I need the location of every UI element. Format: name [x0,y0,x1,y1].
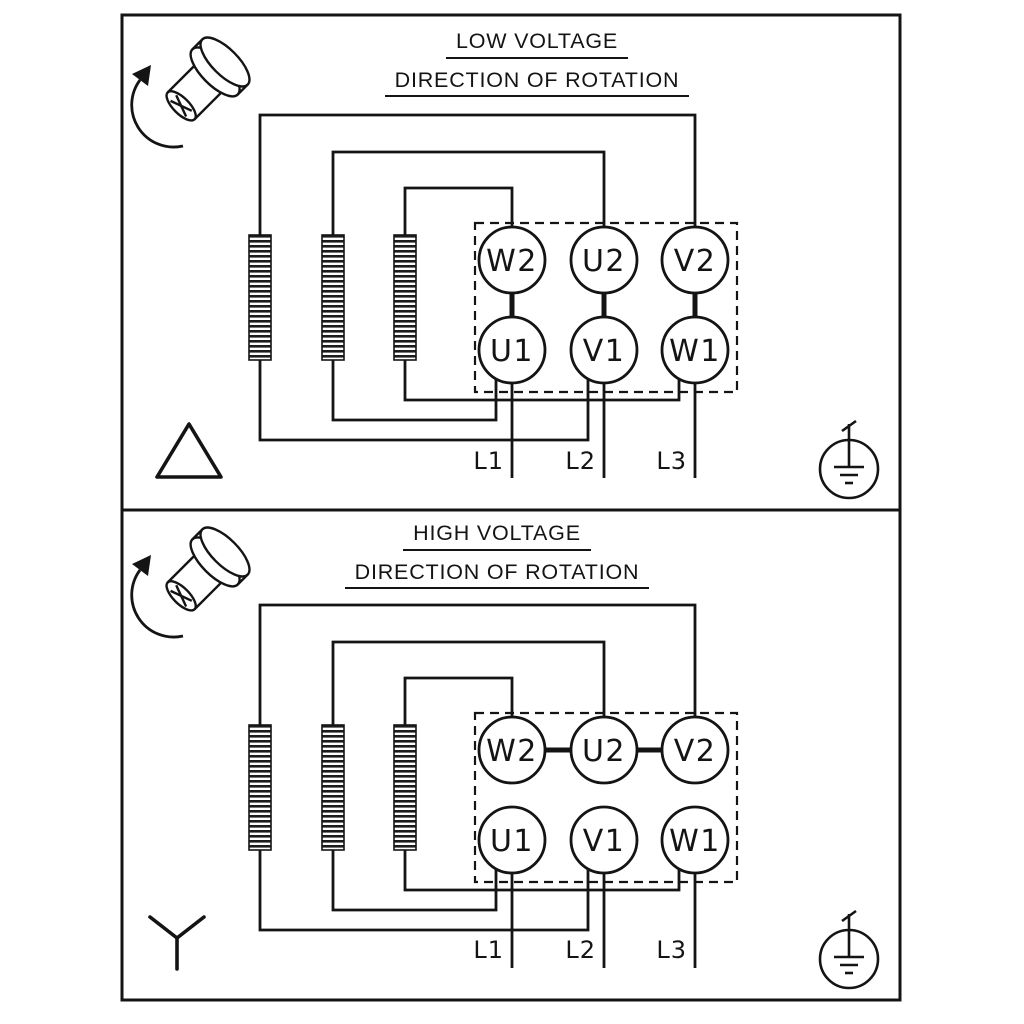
lead-label: L3 [656,936,687,964]
terminal-label: W2 [486,244,538,279]
terminal-circle-v1 [569,805,639,875]
terminal-label: W1 [669,334,721,369]
high-wiring-lines [258,603,697,968]
earth-ground-icon [818,909,880,990]
terminal-circle-u1 [477,805,547,875]
high-terminals: W2 U2 V2 U1 V1 W1 [477,715,730,875]
earth-ground-icon [818,419,880,500]
delta-connection-icon [155,422,223,479]
low-voltage-title: LOW VOLTAGE [445,30,629,59]
winding-coil [248,724,272,851]
terminal-label: U2 [582,734,626,769]
terminal-board-outline [473,221,739,394]
terminal-label: V2 [674,244,717,279]
low-voltage-titles: LOW VOLTAGE DIRECTION OF ROTATION [148,30,926,97]
winding-coil [393,234,417,361]
terminal-label: W2 [486,734,538,769]
terminal-label: W1 [669,824,721,859]
terminal-label: V2 [674,734,717,769]
low-voltage-subtitle: DIRECTION OF ROTATION [384,69,690,97]
star-connection-icon [148,915,206,971]
terminal-circle-w2 [477,225,547,295]
high-voltage-panel: W2 U2 V2 U1 V1 W1 L1 L2 L3 [132,520,880,990]
terminal-circle-u2 [569,715,639,785]
terminal-label: U2 [582,244,626,279]
winding-coil [321,724,345,851]
high-lead-labels: L1 L2 L3 [473,936,687,964]
low-voltage-panel: W2 U2 V2 U1 V1 W1 L1 L2 L3 [132,30,880,500]
terminal-circle-w2 [477,715,547,785]
low-terminals: W2 U2 V2 U1 V1 W1 [477,225,730,385]
terminal-circle-v2 [660,715,730,785]
lead-label: L2 [565,447,596,475]
terminal-board-outline [473,711,739,884]
terminal-circle-w1 [660,315,730,385]
low-delta-links [509,293,698,317]
winding-coil [393,724,417,851]
winding-coil [321,234,345,361]
outer-frame [120,13,902,1002]
lead-label: L1 [473,936,504,964]
lead-label: L2 [565,936,596,964]
low-wiring-lines [258,113,697,478]
terminal-circle-w1 [660,805,730,875]
high-voltage-titles: HIGH VOLTAGE DIRECTION OF ROTATION [108,522,886,589]
high-voltage-title: HIGH VOLTAGE [403,522,591,551]
high-voltage-subtitle: DIRECTION OF ROTATION [344,561,650,589]
terminal-label: U1 [490,334,534,369]
lead-label: L3 [656,447,687,475]
terminal-label: U1 [490,824,534,859]
terminal-label: V1 [583,824,626,859]
terminal-circle-u1 [477,315,547,385]
terminal-circle-u2 [569,225,639,295]
lead-label: L1 [473,447,504,475]
terminal-label: V1 [583,334,626,369]
terminal-circle-v1 [569,315,639,385]
winding-coil [248,234,272,361]
terminal-circle-v2 [660,225,730,295]
low-lead-labels: L1 L2 L3 [473,447,687,475]
